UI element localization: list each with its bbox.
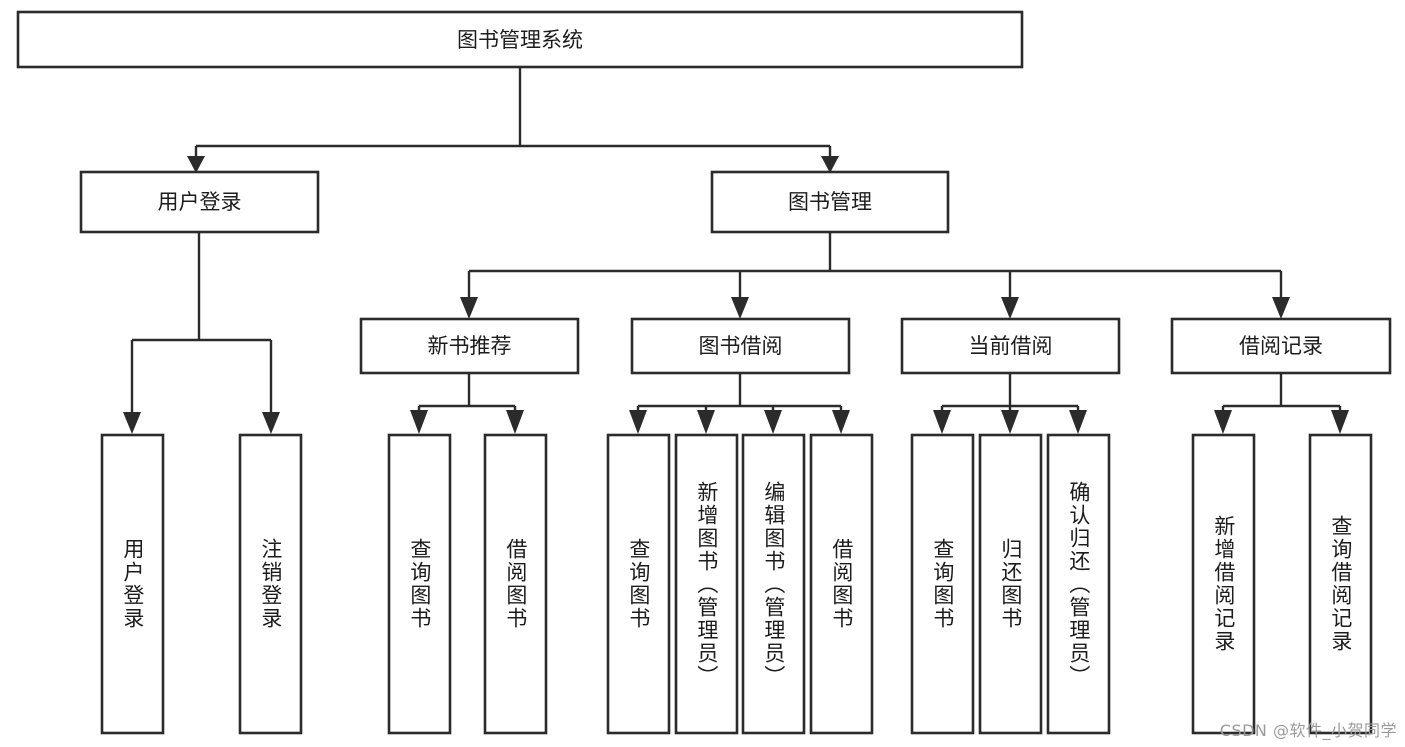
connector-layer — [123, 66, 1349, 434]
node-borrow-record-label: 借阅记录 — [1239, 334, 1323, 358]
arrow-head-leaf-user-login — [123, 412, 141, 434]
arrow-head-leaf-return-book — [1001, 410, 1019, 434]
node-user-login-label: 用户登录 — [158, 190, 242, 214]
node-layer: 图书管理系统 用户登录 图书管理 新书推荐 图书借阅 当前借阅 借阅记录 — [16, 10, 1392, 735]
arrow-head-leaf-query-book-1 — [410, 410, 428, 434]
node-leaf-user-login[interactable] — [100, 433, 165, 735]
node-leaf-return-book[interactable] — [978, 433, 1043, 735]
arrow-head-leaf-query-book-2 — [629, 410, 647, 434]
node-leaf-confirm-return[interactable] — [1046, 433, 1111, 735]
arrow-head-leaf-borrow-book-2 — [832, 410, 850, 434]
node-current-borrow[interactable] — [900, 317, 1121, 375]
node-leaf-add-book[interactable] — [674, 433, 739, 735]
arrow-head-leaf-add-book — [697, 410, 715, 434]
watermark-text: CSDN @软件_小贺同学 — [1219, 721, 1397, 740]
arrow-head-book-borrow — [731, 297, 749, 319]
arrow-head-leaf-add-record — [1214, 410, 1232, 434]
arrow-head-leaf-query-book-3 — [933, 410, 951, 434]
node-book-borrow[interactable] — [630, 317, 851, 375]
node-leaf-add-record[interactable] — [1191, 433, 1256, 735]
node-leaf-query-book-1[interactable] — [387, 433, 452, 735]
node-book-manage-label: 图书管理 — [788, 190, 872, 214]
node-leaf-query-book-3[interactable] — [910, 433, 975, 735]
arrow-head-book-manage — [821, 156, 839, 173]
node-leaf-logout-login[interactable] — [238, 433, 303, 735]
node-leaf-query-book-2[interactable] — [606, 433, 671, 735]
node-book-borrow-label: 图书借阅 — [699, 334, 783, 358]
arrow-head-current-borrow — [1001, 297, 1019, 319]
node-root-label: 图书管理系统 — [457, 28, 583, 52]
node-leaf-borrow-book-1[interactable] — [483, 433, 548, 735]
arrow-head-leaf-query-record — [1331, 410, 1349, 434]
arrow-head-leaf-edit-book — [764, 410, 782, 434]
arrow-head-leaf-confirm-return — [1069, 410, 1087, 434]
node-leaf-edit-book[interactable] — [741, 433, 806, 735]
node-new-book-recommend-label: 新书推荐 — [428, 334, 512, 358]
node-leaf-borrow-book-2[interactable] — [809, 433, 874, 735]
arrow-head-new-book-recommend — [460, 297, 478, 319]
node-new-book-recommend[interactable] — [359, 317, 580, 375]
node-borrow-record[interactable] — [1170, 317, 1392, 375]
arrow-head-user-login — [187, 156, 205, 173]
arrow-head-leaf-logout-login — [262, 412, 280, 434]
arrow-head-borrow-record — [1272, 297, 1290, 319]
node-leaf-query-record[interactable] — [1308, 433, 1373, 735]
node-current-borrow-label: 当前借阅 — [969, 334, 1053, 358]
node-book-manage[interactable] — [710, 170, 950, 234]
node-root[interactable] — [16, 10, 1024, 69]
arrow-head-leaf-borrow-book-1 — [506, 410, 524, 434]
node-user-login[interactable] — [79, 170, 320, 234]
